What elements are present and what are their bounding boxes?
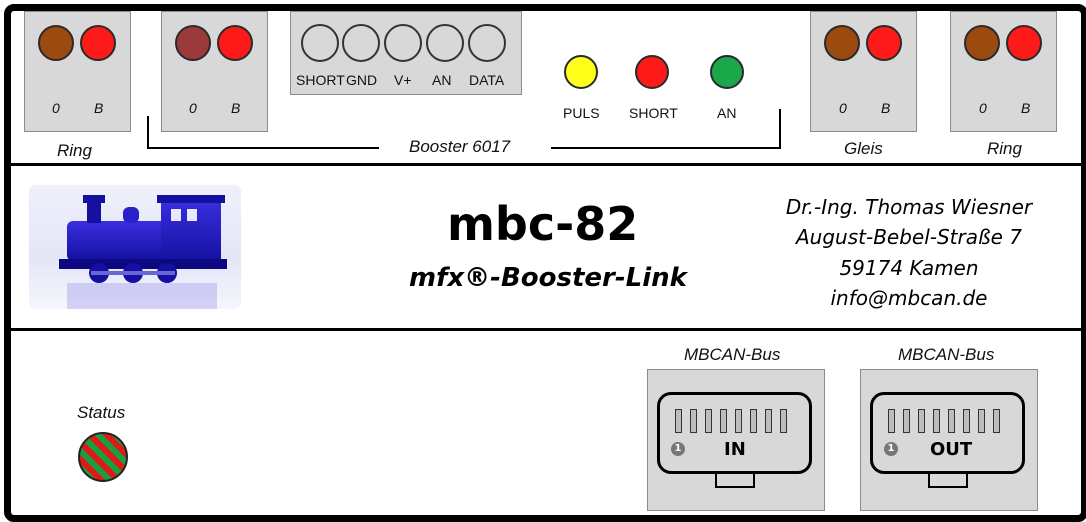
booster-label-b: B: [231, 100, 241, 116]
bus-in-text: IN: [724, 439, 746, 460]
ring-right-led-o: [964, 25, 1000, 61]
bus-out-pin: [978, 409, 985, 433]
bus-out-pin: [903, 409, 910, 433]
ring-right-box: 0 B: [950, 11, 1057, 132]
gleis-label: Gleis: [844, 139, 883, 158]
bus-out-pin: [948, 409, 955, 433]
bus-in-pin: [705, 409, 712, 433]
terminal-label-an: AN: [432, 72, 452, 88]
ring-left-label-b: B: [94, 100, 104, 116]
puls-label: PULS: [563, 105, 600, 121]
bus-in-pin: [750, 409, 757, 433]
booster-box: 0 B: [161, 11, 268, 132]
an-label: AN: [717, 105, 737, 121]
address-email: info@mbcan.de: [830, 286, 988, 310]
bus-out-pin: [888, 409, 895, 433]
terminal-hole-data: [468, 24, 506, 62]
bus-out-pin: [933, 409, 940, 433]
terminal-label-data: DATA: [469, 72, 505, 88]
bus-out-pin: [993, 409, 1000, 433]
short-label: SHORT: [629, 105, 678, 121]
address-name: Dr.-Ing. Thomas Wiesner: [785, 195, 1033, 219]
bus-in-label: MBCAN-Bus: [684, 345, 781, 364]
bus-in-pin: [765, 409, 772, 433]
terminal-label-gnd: GND: [346, 72, 378, 88]
divider-bottom: [11, 328, 1081, 331]
locomotive-image: [29, 185, 241, 323]
terminal-block: SHORT GND V+ AN DATA: [290, 11, 522, 95]
gleis-led-o: [824, 25, 860, 61]
address-street: August-Bebel-Straße 7: [795, 225, 1022, 249]
bus-in-pin1-marker: 1: [671, 442, 685, 456]
puls-led: [564, 55, 598, 89]
address-city: 59174 Kamen: [839, 256, 979, 280]
bus-in-pin: [720, 409, 727, 433]
bus-in-pin: [690, 409, 697, 433]
terminal-hole-gnd: [342, 24, 380, 62]
product-subtitle: mfx®-Booster-Link: [409, 263, 687, 293]
bus-in-pin: [675, 409, 682, 433]
ring-right-label-o: 0: [979, 100, 987, 116]
product-title: mbc-82: [447, 197, 639, 251]
bus-out-pin: [918, 409, 925, 433]
bus-out-text: OUT: [930, 439, 973, 460]
booster-led-o: [175, 25, 211, 61]
status-label: Status: [77, 403, 126, 422]
booster-led-b: [217, 25, 253, 61]
ring-left-led-o: [38, 25, 74, 61]
bus-in-socket[interactable]: 1 IN: [657, 392, 812, 474]
ring-left-led-b: [80, 25, 116, 61]
ring-right-label-b: B: [1021, 100, 1031, 116]
booster-bracket-right: [551, 109, 781, 149]
terminal-hole-short: [301, 24, 339, 62]
ring-left-label-o: 0: [52, 100, 60, 116]
bus-out-connector-box: 1 OUT: [860, 369, 1038, 511]
terminal-label-short: SHORT: [296, 72, 345, 88]
bus-in-pin: [780, 409, 787, 433]
bus-in-connector-box: 1 IN: [647, 369, 825, 511]
locomotive-icon: [59, 195, 227, 323]
bus-out-socket[interactable]: 1 OUT: [870, 392, 1025, 474]
gleis-box: 0 B: [810, 11, 917, 132]
booster-bracket-left: [147, 116, 379, 149]
ring-right-led-b: [1006, 25, 1042, 61]
ring-left-box: 0 B: [24, 11, 131, 132]
short-led: [635, 55, 669, 89]
ring-right-label: Ring: [987, 139, 1022, 158]
gleis-led-b: [866, 25, 902, 61]
bus-out-pin: [963, 409, 970, 433]
bus-out-pin1-marker: 1: [884, 442, 898, 456]
terminal-hole-an: [426, 24, 464, 62]
booster-label: Booster 6017: [409, 137, 511, 156]
gleis-label-o: 0: [839, 100, 847, 116]
bus-in-pin: [735, 409, 742, 433]
terminal-label-vplus: V+: [394, 72, 412, 88]
gleis-label-b: B: [881, 100, 891, 116]
bus-out-label: MBCAN-Bus: [898, 345, 995, 364]
ring-left-label: Ring: [57, 141, 92, 160]
booster-label-o: 0: [189, 100, 197, 116]
bus-out-latch: [928, 474, 968, 488]
device-panel: 0 B Ring 0 B SHORT GND V+ AN DATA PULS S…: [4, 4, 1086, 522]
status-led: [78, 432, 128, 482]
divider-top: [11, 163, 1081, 166]
terminal-hole-vplus: [384, 24, 422, 62]
bus-in-latch: [715, 474, 755, 488]
an-led: [710, 55, 744, 89]
